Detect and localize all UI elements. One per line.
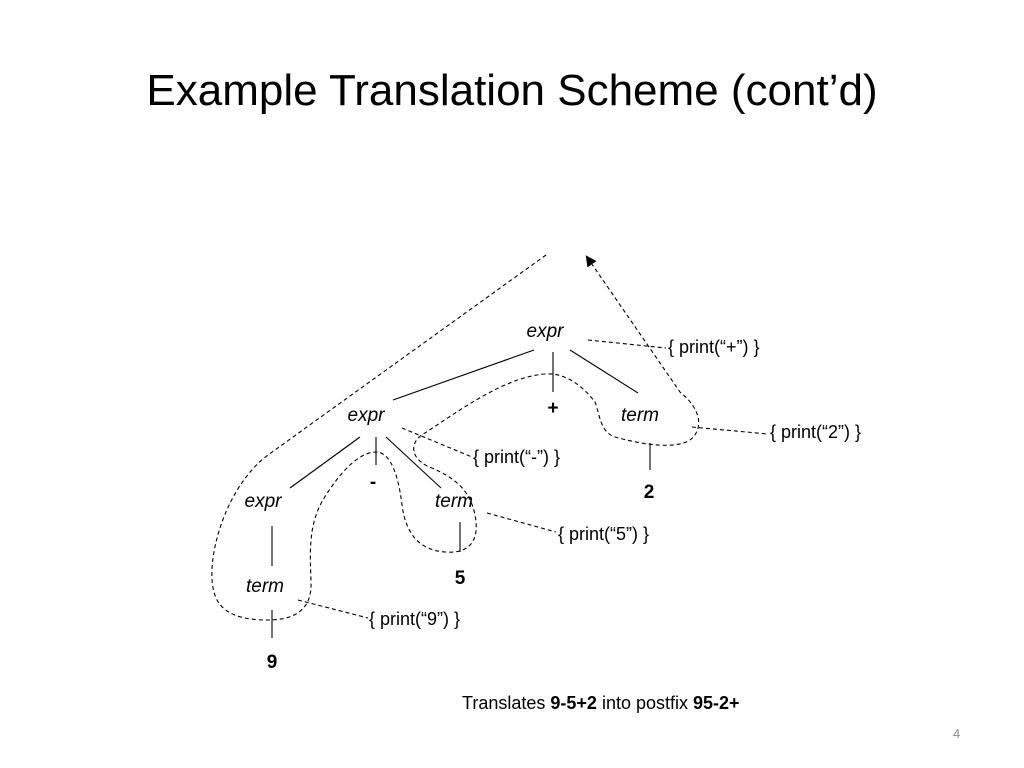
action-print-plus: { print(“+”) }	[668, 337, 760, 357]
node-expr-left: expr	[245, 491, 283, 512]
node-term-mid: term	[435, 491, 473, 512]
caption-infix-expression: 9-5+2	[550, 693, 597, 713]
action-connectors	[297, 339, 769, 619]
connector-five-action	[486, 512, 557, 533]
action-print-minus: { print(“-”) }	[473, 447, 560, 467]
connector-nine-action	[297, 599, 369, 619]
edge-root-to-expr	[392, 349, 535, 401]
node-nine: 9	[267, 652, 278, 673]
node-expr-root: expr	[527, 321, 565, 342]
caption-prefix: Translates	[462, 693, 546, 713]
edge-expr-to-expr	[289, 436, 361, 489]
action-print-nine: { print(“9”) }	[369, 609, 460, 629]
node-term-left: term	[246, 576, 284, 597]
node-minus: -	[370, 472, 376, 493]
node-expr-mid: expr	[348, 405, 386, 426]
edge-expr-to-term	[385, 436, 442, 489]
traversal-path	[211, 254, 700, 621]
caption: Translates 9-5+2 into postfix 95-2+	[462, 693, 740, 714]
node-term-right: term	[621, 405, 659, 426]
action-print-two: { print(“2”) }	[770, 422, 861, 442]
slide-number: 4	[953, 726, 961, 741]
page-title: Example Translation Scheme (cont’d)	[146, 66, 878, 115]
semantic-actions: { print(“+”) } { print(“2”) } { print(“-…	[369, 337, 861, 629]
caption-postfix-expression: 95-2+	[693, 693, 740, 713]
node-two: 2	[644, 482, 655, 503]
tree-nodes: expr + expr term 2 - expr term 5 term 9	[245, 321, 659, 673]
connector-plus-action	[587, 339, 667, 349]
connector-minus-action	[401, 427, 473, 458]
node-five: 5	[455, 568, 466, 589]
node-plus: +	[547, 398, 558, 419]
tree-edges	[271, 349, 651, 638]
action-print-five: { print(“5”) }	[558, 524, 649, 544]
edge-root-to-term	[569, 349, 639, 394]
connector-two-action	[691, 426, 769, 435]
caption-middle: into postfix	[601, 693, 688, 713]
